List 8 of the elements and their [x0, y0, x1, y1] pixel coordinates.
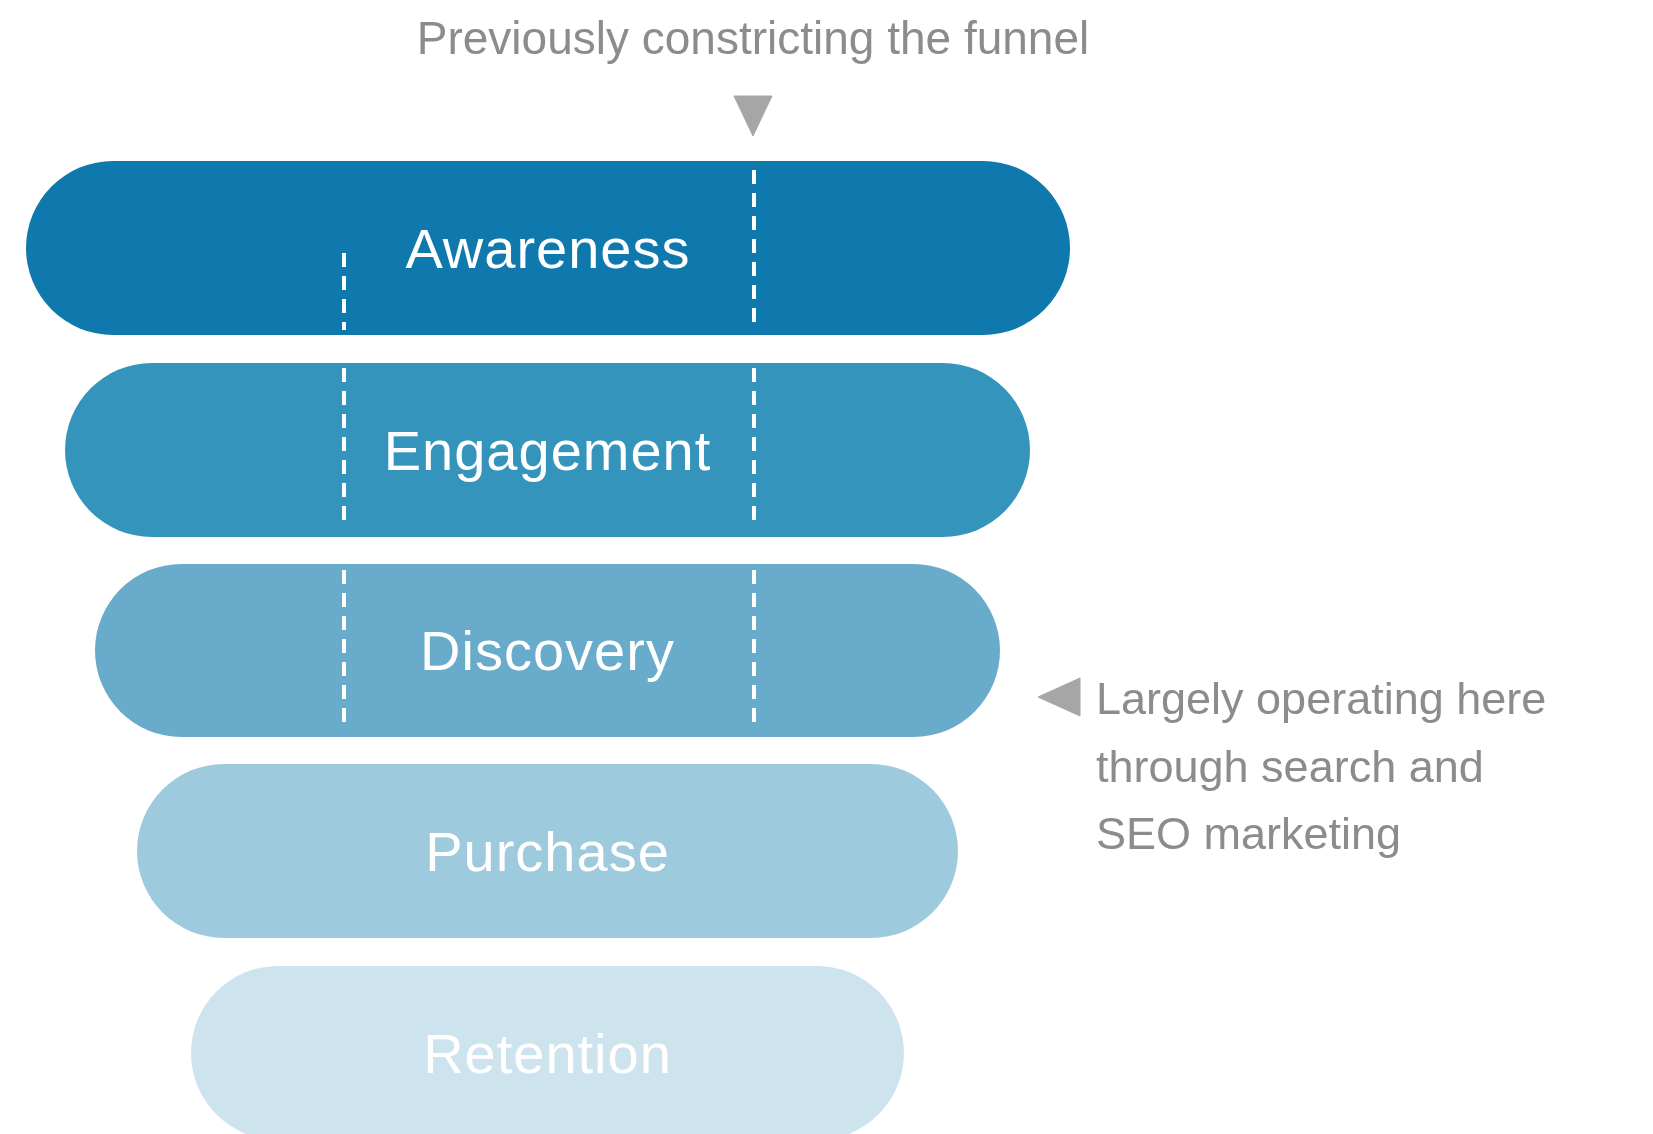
- stage-label: Discovery: [420, 618, 675, 683]
- annotation-text: Largely operating here through search and SEO marketing: [1096, 665, 1574, 868]
- stage-label: Awareness: [405, 215, 691, 281]
- arrow-head: [1037, 677, 1081, 717]
- stage-label: Purchase: [425, 818, 670, 884]
- arrow-head: [733, 95, 773, 137]
- stage-label: Engagement: [383, 417, 712, 483]
- annotation-text: Previously constricting the funnel: [330, 4, 1176, 73]
